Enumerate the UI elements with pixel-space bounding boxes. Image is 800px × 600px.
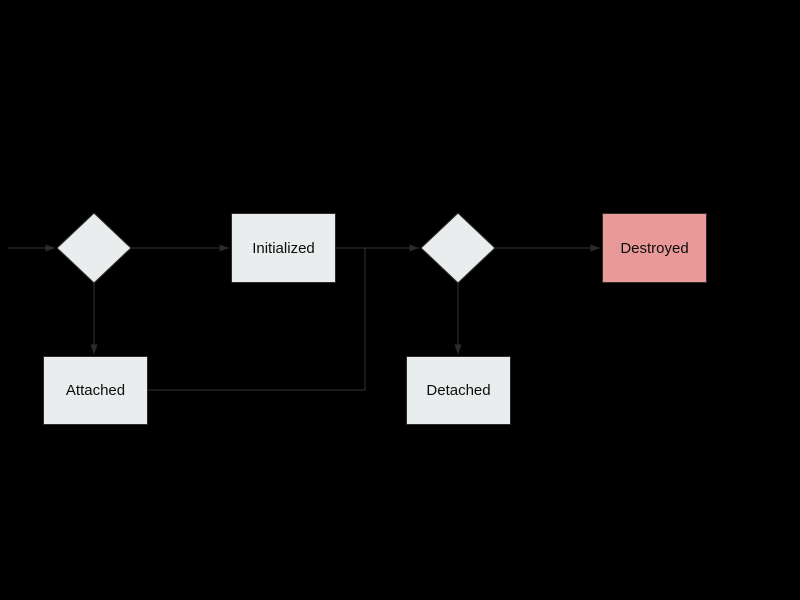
node-initialized[interactable]: Initialized	[231, 213, 336, 283]
node-label-destroyed: Destroyed	[620, 239, 689, 257]
edge-attached-to-initialized-loop	[148, 248, 366, 391]
node-label-detached: Detached	[426, 382, 491, 399]
diamond-shape-icon	[421, 213, 495, 283]
node-label-initialized: Initialized	[252, 239, 315, 257]
node-decision-teardown[interactable]	[421, 213, 495, 283]
node-decision-start[interactable]	[57, 213, 131, 283]
node-detached[interactable]: Detached	[406, 356, 511, 425]
node-attached[interactable]: Attached	[43, 356, 148, 425]
diamond-shape-icon	[57, 213, 131, 283]
edges-group	[8, 244, 600, 391]
node-label-attached: Attached	[65, 382, 126, 399]
node-destroyed[interactable]: Destroyed	[602, 213, 707, 283]
